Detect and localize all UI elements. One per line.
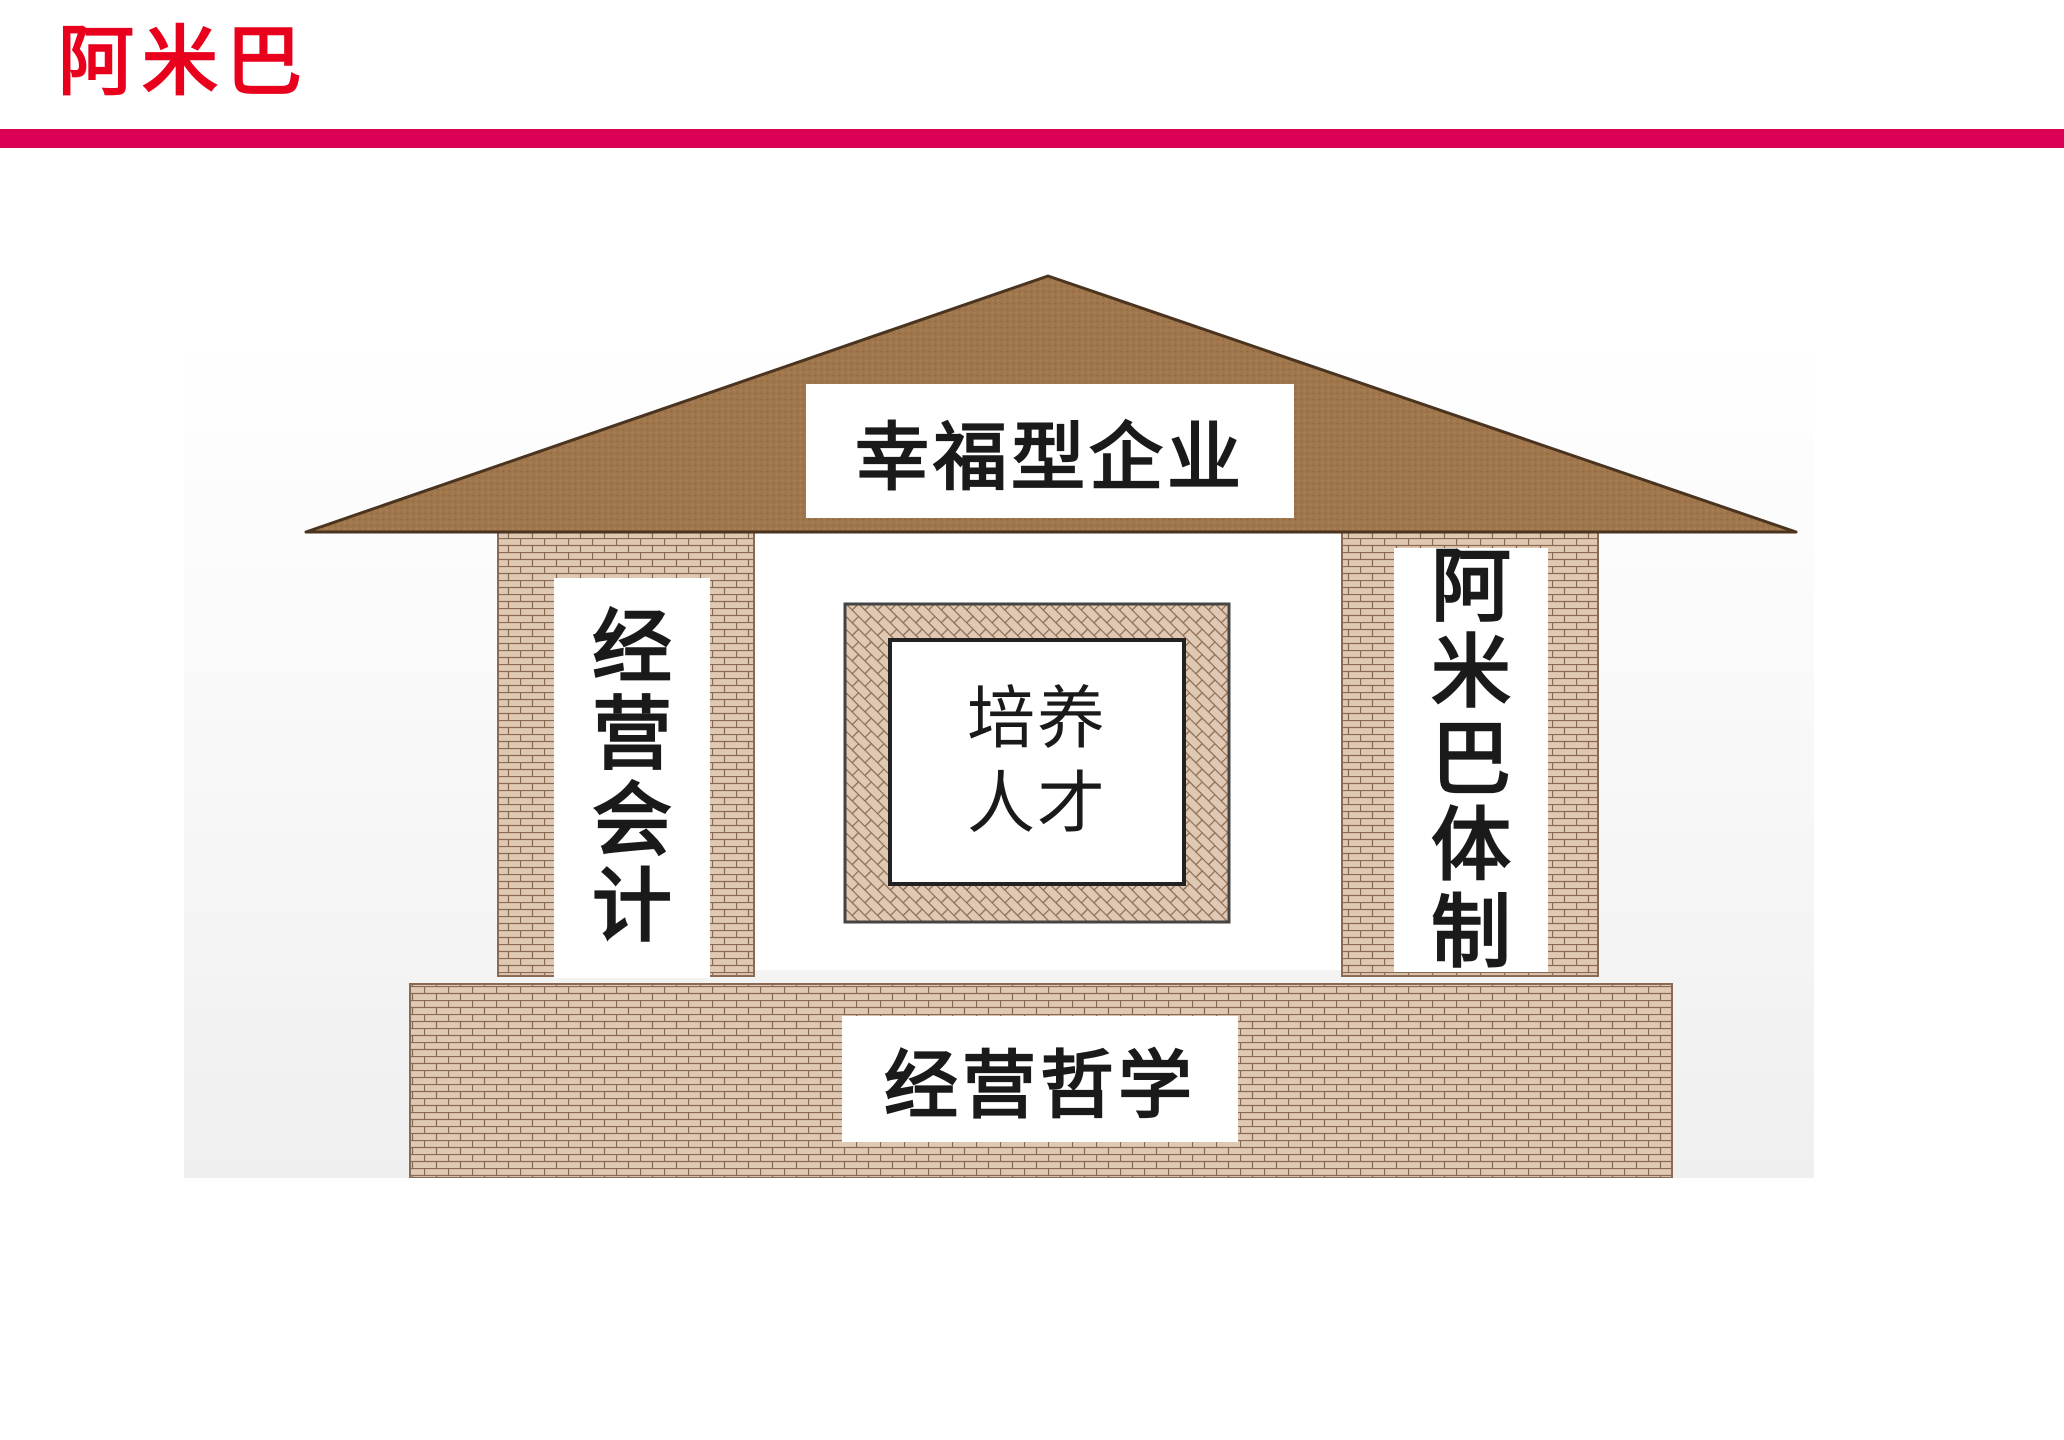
slide-title: 阿米巴 <box>58 17 310 106</box>
title-divider <box>0 129 2064 148</box>
house-diagram: 幸福型企业 经营会计 阿米巴体制 培养人才 经营哲学 <box>184 272 1814 1178</box>
left-pillar-label: 经营会计 <box>554 578 710 978</box>
roof-label: 幸福型企业 <box>806 384 1294 518</box>
right-pillar-label: 阿米巴体制 <box>1394 543 1548 975</box>
center-label: 培养人才 <box>896 646 1178 878</box>
foundation-label: 经营哲学 <box>842 1016 1238 1142</box>
